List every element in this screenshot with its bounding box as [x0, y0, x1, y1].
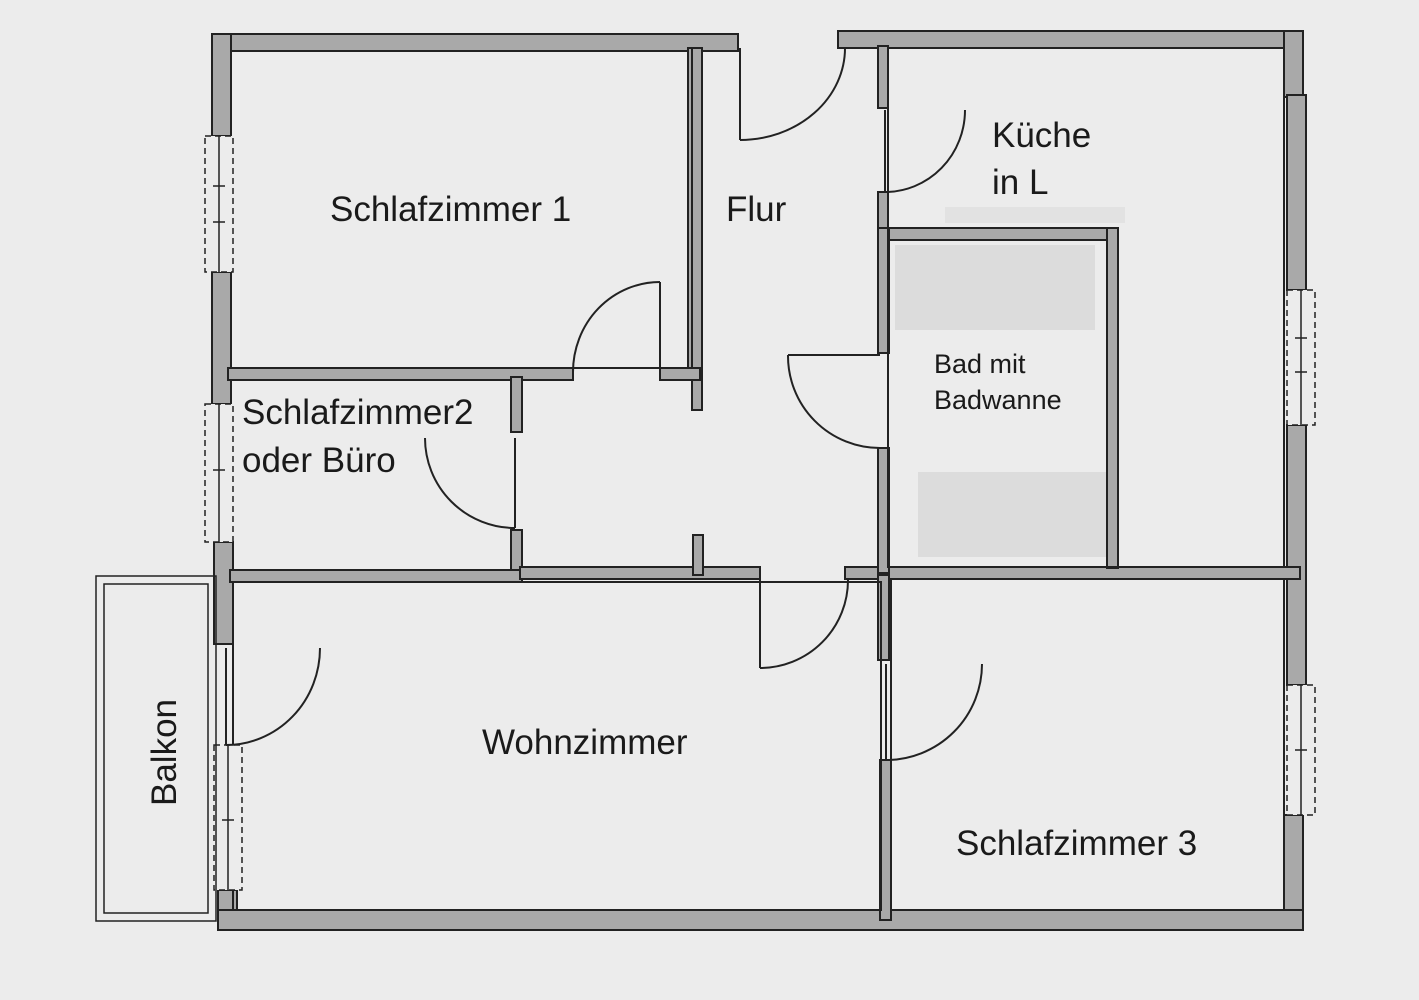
label-flur: Flur	[726, 190, 787, 229]
outer-wall-right-2	[1286, 94, 1307, 291]
outer-wall-left-2	[211, 271, 232, 405]
window-wohnzimmer	[213, 744, 243, 891]
label-bad-line1: Bad mit	[934, 349, 1026, 379]
wall-bad-right	[1106, 227, 1119, 569]
walls	[211, 30, 1307, 931]
outer-wall-left-3	[213, 541, 234, 645]
outer-wall-top-right	[837, 30, 1304, 49]
outer-wall-top-left	[211, 33, 739, 52]
windows	[204, 135, 1316, 891]
outer-wall-right-1	[1283, 30, 1304, 98]
door-wohnzimmer-flur	[759, 579, 849, 669]
wall-sz3-left-upper	[877, 574, 890, 661]
wall-sz2-right-upper	[510, 376, 523, 433]
shading-patches	[895, 207, 1125, 557]
door-bad	[786, 354, 881, 449]
wall-flur-left	[691, 47, 703, 411]
wall-flur-bottom-right	[844, 566, 1301, 580]
wall-flur-bottom-left	[519, 566, 761, 580]
label-kueche-line2: in L	[992, 163, 1048, 202]
outer-wall-right-3	[1286, 424, 1307, 686]
label-wohnzimmer: Wohnzimmer	[482, 723, 688, 762]
wall-kueche-left-lower	[877, 191, 889, 233]
window-kueche	[1286, 289, 1316, 426]
label-schlafzimmer-2-line2: oder Büro	[242, 441, 396, 480]
outer-wall-bottom	[217, 909, 1304, 931]
wall-flur-stub	[692, 534, 704, 576]
label-schlafzimmer-3: Schlafzimmer 3	[956, 824, 1197, 863]
label-schlafzimmer-1: Schlafzimmer 1	[330, 190, 571, 229]
wall-sz2-bottom	[229, 569, 523, 583]
window-sz1	[204, 135, 234, 273]
door-balkon	[225, 647, 321, 746]
wall-sz1-bottom-right	[659, 367, 701, 381]
door-sz2	[424, 437, 516, 529]
wall-bad-top	[877, 227, 1114, 241]
label-kueche-line1: Küche	[992, 116, 1091, 155]
balcony	[95, 575, 217, 922]
outer-wall-left-1	[211, 33, 232, 137]
door-sz3	[885, 663, 983, 761]
wall-kueche-left-upper	[877, 45, 889, 109]
label-schlafzimmer-2-line1: Schlafzimmer2	[242, 393, 473, 432]
window-sz3	[1286, 684, 1316, 816]
door-entrance	[739, 47, 846, 141]
door-kueche	[884, 109, 966, 193]
label-balkon: Balkon	[145, 699, 184, 806]
doors	[225, 47, 983, 761]
window-sz2	[204, 403, 234, 543]
door-sz1	[572, 281, 661, 373]
label-bad-line2: Badwanne	[934, 385, 1062, 415]
